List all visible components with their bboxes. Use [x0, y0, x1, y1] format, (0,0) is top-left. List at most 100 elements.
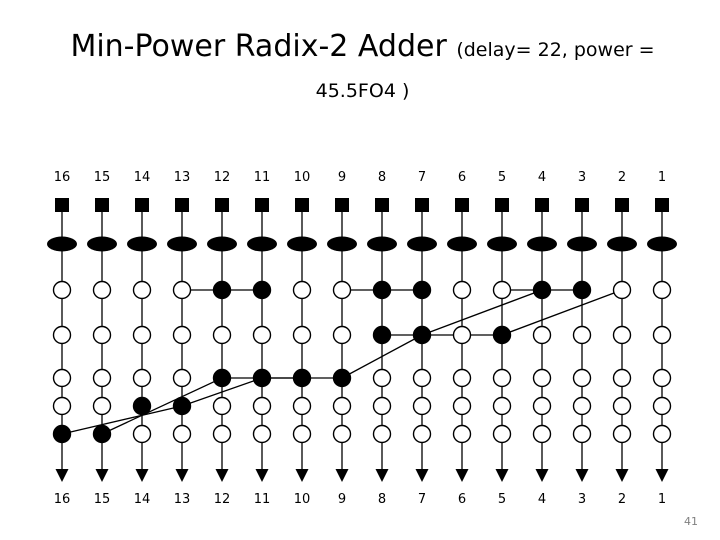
ellipse-node: [287, 236, 317, 252]
open-circle-node: [652, 325, 672, 345]
column-label-bottom: 1: [657, 492, 667, 507]
open-circle-node: [252, 424, 272, 444]
column-label-top: 11: [253, 170, 271, 185]
open-circle-node: [292, 424, 312, 444]
open-circle-node: [572, 368, 592, 388]
filled-circle-node: [252, 368, 272, 388]
open-circle-node: [92, 325, 112, 345]
filled-circle-node: [52, 424, 72, 444]
open-circle-node: [532, 368, 552, 388]
filled-circle-node: [212, 368, 232, 388]
filled-circle-node: [212, 280, 232, 300]
column-label-top: 2: [617, 170, 627, 185]
ellipse-node: [327, 236, 357, 252]
open-circle-node: [132, 368, 152, 388]
column-label-top: 16: [53, 170, 71, 185]
open-circle-node: [252, 325, 272, 345]
open-circle-node: [292, 396, 312, 416]
open-circle-node: [172, 325, 192, 345]
square-node: [615, 198, 629, 212]
open-circle-node: [332, 424, 352, 444]
down-arrow: [575, 469, 589, 482]
open-circle-node: [132, 325, 152, 345]
open-circle-node: [172, 368, 192, 388]
ellipse-node: [607, 236, 637, 252]
open-circle-node: [92, 396, 112, 416]
down-arrow: [175, 469, 189, 482]
open-circle-node: [452, 325, 472, 345]
column-label-bottom: 13: [173, 492, 191, 507]
square-node: [175, 198, 189, 212]
title-sub-text: (delay= 22, power = 45.5FO4 ): [315, 39, 655, 102]
column-label-top: 7: [417, 170, 427, 185]
page-number: 41: [684, 515, 698, 528]
open-circle-node: [52, 325, 72, 345]
ellipse-node: [487, 236, 517, 252]
open-circle-node: [332, 396, 352, 416]
down-arrow: [455, 469, 469, 482]
column-label-bottom: 14: [133, 492, 151, 507]
column-label-top: 10: [293, 170, 311, 185]
open-circle-node: [612, 368, 632, 388]
column-label-top: 6: [457, 170, 467, 185]
column-label-bottom: 8: [377, 492, 387, 507]
open-circle-node: [452, 396, 472, 416]
open-circle-node: [212, 396, 232, 416]
square-node: [455, 198, 469, 212]
column-label-bottom: 2: [617, 492, 627, 507]
open-circle-node: [412, 396, 432, 416]
open-circle-node: [372, 424, 392, 444]
ellipse-node: [647, 236, 677, 252]
open-circle-node: [452, 280, 472, 300]
open-circle-node: [92, 280, 112, 300]
square-node: [655, 198, 669, 212]
column-label-top: 4: [537, 170, 547, 185]
filled-circle-node: [172, 396, 192, 416]
column-label-bottom: 10: [293, 492, 311, 507]
open-circle-node: [532, 424, 552, 444]
title-main-text: Min-Power Radix-2 Adder: [70, 29, 457, 64]
down-arrow: [335, 469, 349, 482]
open-circle-node: [452, 424, 472, 444]
open-circle-node: [412, 424, 432, 444]
filled-circle-node: [332, 368, 352, 388]
open-circle-node: [492, 280, 512, 300]
open-circle-node: [332, 280, 352, 300]
open-circle-node: [532, 396, 552, 416]
square-node: [375, 198, 389, 212]
down-arrow: [215, 469, 229, 482]
square-node: [95, 198, 109, 212]
filled-circle-node: [132, 396, 152, 416]
column-label-bottom: 5: [497, 492, 507, 507]
filled-circle-node: [412, 280, 432, 300]
column-label-bottom: 9: [337, 492, 347, 507]
open-circle-node: [212, 424, 232, 444]
open-circle-node: [52, 280, 72, 300]
open-circle-node: [292, 325, 312, 345]
filled-circle-node: [372, 280, 392, 300]
ellipse-node: [207, 236, 237, 252]
open-circle-node: [172, 280, 192, 300]
down-arrow: [295, 469, 309, 482]
down-arrow: [375, 469, 389, 482]
square-node: [575, 198, 589, 212]
open-circle-node: [132, 280, 152, 300]
open-circle-node: [612, 424, 632, 444]
down-arrow: [535, 469, 549, 482]
open-circle-node: [492, 396, 512, 416]
open-circle-node: [652, 424, 672, 444]
open-circle-node: [652, 368, 672, 388]
open-circle-node: [572, 325, 592, 345]
ellipse-node: [47, 236, 77, 252]
diagram-svg: [47, 198, 677, 482]
down-arrow: [415, 469, 429, 482]
open-circle-node: [132, 424, 152, 444]
down-arrow: [255, 469, 269, 482]
open-circle-node: [612, 396, 632, 416]
filled-circle-node: [252, 280, 272, 300]
column-label-bottom: 16: [53, 492, 71, 507]
open-circle-node: [372, 368, 392, 388]
ellipse-node: [447, 236, 477, 252]
open-circle-node: [572, 424, 592, 444]
